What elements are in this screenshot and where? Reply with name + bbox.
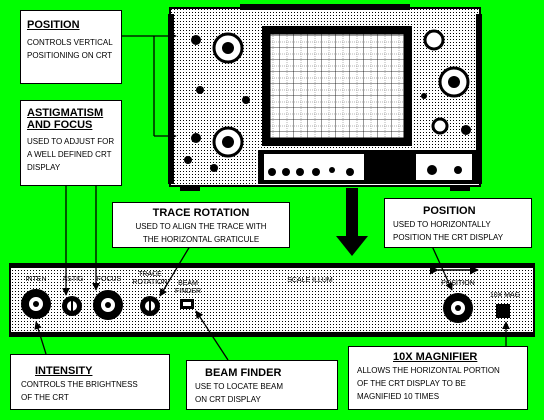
callout-beam-finder: BEAM FINDER USE TO LOCATE BEAM ON CRT DI… [186, 360, 338, 410]
callout-title: POSITION [423, 205, 476, 217]
callout-desc-line: OF THE CRT [21, 393, 69, 402]
callout-desc-line: CONTROLS VERTICAL [27, 38, 113, 47]
callout-desc-line: A WELL DEFINED CRT [27, 150, 112, 159]
callout-desc-line: OF THE CRT DISPLAY TO BE [357, 379, 466, 388]
callout-desc-line: USED TO ADJUST FOR [27, 137, 115, 146]
panel-label-astig: ASTIG [62, 276, 84, 283]
leader-lines [34, 32, 510, 361]
callout-desc-line: USE TO LOCATE BEAM [195, 382, 284, 391]
panel-label-finder: FINDER [174, 288, 202, 295]
callout-desc-line: USED TO HORIZONTALLY [393, 220, 491, 229]
callout-desc-line: ALLOWS THE HORIZONTAL PORTION [357, 366, 500, 375]
front-panel-enlarged [9, 263, 535, 337]
callout-10x-magnifier: 10X MAGNIFIER ALLOWS THE HORIZONTAL PORT… [348, 346, 528, 410]
callout-desc-line: POSITION THE CRT DISPLAY [393, 233, 504, 242]
panel-label-inten: INTEN [25, 276, 47, 283]
callout-desc-line: ON CRT DISPLAY [195, 395, 261, 404]
callout-position-vertical: POSITION CONTROLS VERTICAL POSITIONING O… [20, 10, 122, 84]
callout-title: BEAM FINDER [205, 367, 282, 379]
panel-label-beam: BEAM [178, 280, 198, 287]
callout-desc-line: USED TO ALIGN THE TRACE WITH [135, 222, 267, 231]
panel-label-trace: TRACE [138, 271, 162, 278]
callout-intensity: INTENSITY CONTROLS THE BRIGHTNESS OF THE… [10, 354, 170, 410]
callout-astigmatism-focus: ASTIGMATISM AND FOCUS USED TO ADJUST FOR… [20, 100, 122, 186]
oscilloscope-illustration [168, 4, 482, 191]
panel-label-rotation: ROTATION [132, 279, 168, 286]
callout-title: INTENSITY [35, 365, 93, 377]
panel-label-focus: FOCUS [96, 276, 122, 283]
panel-label-position: POSITION [441, 280, 475, 287]
panel-label-scale-illum: SCALE ILLUM [287, 277, 333, 284]
callout-desc-line: POSITIONING ON CRT [27, 51, 113, 60]
down-arrow [336, 188, 368, 256]
callout-title: ASTIGMATISM [27, 107, 104, 119]
callout-desc-line: DISPLAY [27, 163, 61, 172]
callout-title: POSITION [27, 19, 80, 31]
callout-desc-line: THE HORIZONTAL GRATICULE [142, 235, 260, 244]
callout-title: AND FOCUS [27, 119, 93, 131]
callout-desc-line: MAGNIFIED 10 TIMES [357, 392, 440, 401]
callout-title: TRACE ROTATION [152, 207, 250, 219]
callout-position-horizontal: POSITION USED TO HORIZONTALLY POSITION T… [384, 198, 532, 248]
callout-desc-line: CONTROLS THE BRIGHTNESS [21, 380, 138, 389]
callout-title: 10X MAGNIFIER [393, 351, 478, 363]
panel-label-10x-mag: 10X MAG [489, 292, 521, 299]
callout-trace-rotation: TRACE ROTATION USED TO ALIGN THE TRACE W… [112, 202, 290, 248]
